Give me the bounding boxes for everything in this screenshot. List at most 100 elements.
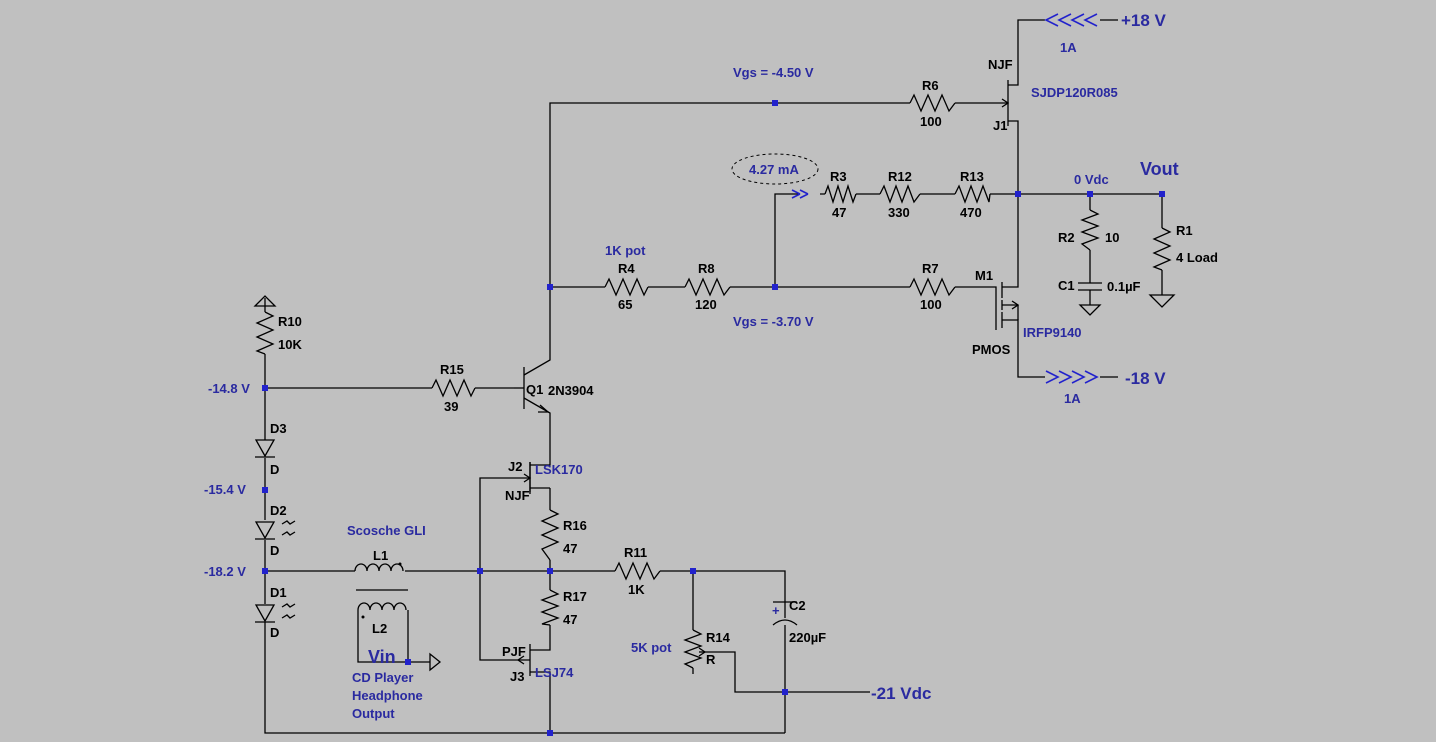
v-plus-label: +18 V [1121,11,1167,30]
r12-ref: R12 [888,169,912,184]
cd-player-label: CD Player [352,670,413,685]
m1-model: IRFP9140 [1023,325,1082,340]
bjt-q1: Q1 2N3904 [514,367,594,413]
l2-ref: L2 [372,621,387,636]
resistor-r8: R8 120 [684,261,731,312]
r13-value: 470 [960,205,982,220]
vout-dc-label: 0 Vdc [1074,172,1109,187]
d2-value: D [270,543,279,558]
vgs-top-label: Vgs = -4.50 V [733,65,814,80]
junction-dots [262,100,1165,736]
d3-value: D [270,462,279,477]
r15-value: 39 [444,399,458,414]
vout-label: Vout [1140,159,1179,179]
r17-value: 47 [563,612,577,627]
node-182-label: -18.2 V [204,564,246,579]
vin-label: Vin [368,647,396,667]
c2-value: 220µF [789,630,826,645]
current-probe-ellipse [731,153,819,185]
plus-supply-arrows-icon [1044,13,1098,27]
c1-ref: C1 [1058,278,1075,293]
j2-ref: J2 [508,459,522,474]
m1-type: PMOS [972,342,1011,357]
r15-ref: R15 [440,362,464,377]
r2-ref: R2 [1058,230,1075,245]
c1-value: 0.1µF [1107,279,1141,294]
capacitor-c2: + C2 220µF [772,598,826,645]
v-minus-label: -18 V [1125,369,1166,388]
l1-ref: L1 [373,548,388,563]
q1-ref: Q1 [526,382,543,397]
r7-value: 100 [920,297,942,312]
r10-ref: R10 [278,314,302,329]
r14-ref: R14 [706,630,731,645]
minus-supply-arrows-icon [1045,370,1099,384]
node-154-label: -15.4 V [204,482,246,497]
d2-ref: D2 [270,503,287,518]
ground-icon [1148,294,1176,308]
scosche-label: Scosche GLI [347,523,426,538]
r4-value: 65 [618,297,632,312]
d1-ref: D1 [270,585,287,600]
r1-value: 4 Load [1176,250,1218,265]
r16-ref: R16 [563,518,587,533]
r12-value: 330 [888,205,910,220]
r10-value: 10K [278,337,302,352]
d1-value: D [270,625,279,640]
j3-model: LSJ74 [535,665,574,680]
probe-arrow-icon [791,189,809,199]
mosfet-m1: M1 IRFP9140 PMOS [972,268,1082,357]
resistor-r15: R15 39 [431,362,476,414]
j3-type: PJF [502,644,526,659]
resistor-r3: R3 47 [824,169,857,220]
resistor-r13: R13 470 [954,169,991,220]
jfet-j1: NJF SJDP120R085 J1 [988,57,1118,133]
r17-ref: R17 [563,589,587,604]
j3-ref: J3 [510,669,524,684]
output-label: Output [352,706,395,721]
pot1k-label: 1K pot [605,243,646,258]
c2-ref: C2 [789,598,806,613]
resistor-r2: R2 10 [1058,209,1119,251]
resistor-r12: R12 330 [879,169,921,220]
resistor-r16: R16 47 [540,509,587,561]
jfet-j2: J2 LSK170 NJF [505,452,583,503]
diode-d1: D1 D [254,585,296,640]
node-148-label: -14.8 V [208,381,250,396]
resistor-r10: R10 10K [255,311,302,355]
v-minus-current-label: 1A [1064,391,1081,406]
vin-arrow-icon [429,652,442,672]
r7-ref: R7 [922,261,939,276]
resistor-r7: R7 100 [909,261,956,312]
diode-d3: D3 D [254,421,287,477]
r4-ref: R4 [618,261,635,276]
diode-d2: D2 D [254,503,296,558]
j1-model: SJDP120R085 [1031,85,1118,100]
j1-ref: J1 [993,118,1007,133]
v-plus-current-label: 1A [1060,40,1077,55]
v-neg21-label: -21 Vdc [871,684,931,703]
r8-value: 120 [695,297,717,312]
r11-value: 1K [628,582,645,597]
inductor-l2: L2 [357,602,407,636]
pot5k-label: 5K pot [631,640,672,655]
r2-value: 10 [1105,230,1119,245]
resistor-r11: R11 1K [614,545,661,597]
q1-model: 2N3904 [548,383,594,398]
r13-ref: R13 [960,169,984,184]
r6-value: 100 [920,114,942,129]
net-labels: Vgs = -4.50 V Vgs = -3.70 V 4.27 mA +18 … [204,11,1179,721]
j1-type: NJF [988,57,1013,72]
capacitor-c1: C1 0.1µF [1058,278,1141,316]
r3-ref: R3 [830,169,847,184]
resistor-r17: R17 47 [540,589,587,627]
r8-ref: R8 [698,261,715,276]
resistor-r4: R4 65 [604,261,649,312]
headphone-label: Headphone [352,688,423,703]
vgs-mid-label: Vgs = -3.70 V [733,314,814,329]
d3-ref: D3 [270,421,287,436]
c2-plus-icon: + [772,603,780,618]
current-probe-label: 4.27 mA [749,162,799,177]
r16-value: 47 [563,541,577,556]
